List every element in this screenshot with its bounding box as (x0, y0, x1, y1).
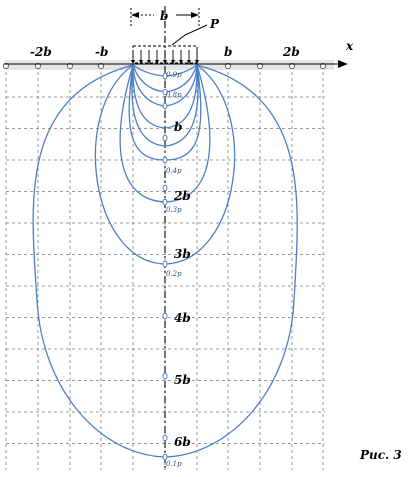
x-axis-label: x (345, 39, 354, 53)
isobar-curve (132, 64, 198, 129)
surface-marker (288, 62, 296, 70)
isobar-label-0-9: 0.9p (166, 71, 182, 79)
surface-marker (97, 62, 105, 70)
surface-marker (319, 62, 327, 70)
isobar-label-0-2: 0.2p (166, 270, 182, 278)
surface-marker (256, 62, 264, 70)
load-arrowhead (139, 60, 143, 64)
centre-marker (162, 102, 168, 110)
isobar-curve (131, 64, 199, 147)
depth-5b: 5b (174, 373, 191, 387)
centre-marker (162, 453, 168, 461)
load-arrowhead (163, 60, 167, 64)
centre-marker (162, 372, 168, 380)
tick-minus-b: -b (95, 45, 108, 59)
depth-2b: 2b (173, 189, 191, 203)
isobar-label-0-4: 0.4p (166, 167, 182, 175)
width-label: b (160, 9, 168, 23)
isobar-label-0-8: 0.8p (166, 91, 182, 99)
depth-b: b (174, 120, 182, 134)
centre-marker (162, 88, 168, 96)
surface-marker (224, 62, 232, 70)
depth-4b: 4b (174, 311, 191, 325)
width-dimension: b (130, 8, 200, 28)
isobar-label-0-3: 0.3p (166, 206, 182, 214)
centre-marker (162, 198, 168, 206)
load-arrowhead (171, 60, 175, 64)
centre-marker (162, 156, 168, 164)
centre-marker (162, 434, 168, 442)
surface-marker (34, 62, 42, 70)
load-arrowhead (131, 60, 135, 64)
surface-marker (66, 62, 74, 70)
figure-caption: Рис. 3 (359, 448, 402, 462)
centre-marker (162, 134, 168, 142)
centre-marker (162, 184, 168, 192)
centre-marker (162, 72, 168, 80)
surface-markers (2, 62, 327, 70)
load-label: P (209, 17, 220, 31)
depth-3b: 3b (174, 247, 191, 261)
centre-marker (162, 260, 168, 268)
grid (5, 66, 325, 470)
load-arrowhead (147, 60, 151, 64)
centre-markers (162, 72, 168, 461)
tick-2b: 2b (282, 45, 300, 59)
tick-b: b (224, 45, 232, 59)
centre-marker (162, 312, 168, 320)
load-arrowhead (179, 60, 183, 64)
load-arrowhead (195, 60, 199, 64)
load-box: P (131, 17, 220, 64)
surface-marker (2, 62, 10, 70)
x-axis: x (4, 39, 354, 68)
depth-6b: 6b (174, 435, 191, 449)
ground-surface (4, 60, 336, 70)
load-arrowhead (187, 60, 191, 64)
tick-minus-2b: -2b (30, 45, 52, 59)
load-arrowhead (155, 60, 159, 64)
isobar-label-0-1: 0.1p (166, 460, 182, 468)
